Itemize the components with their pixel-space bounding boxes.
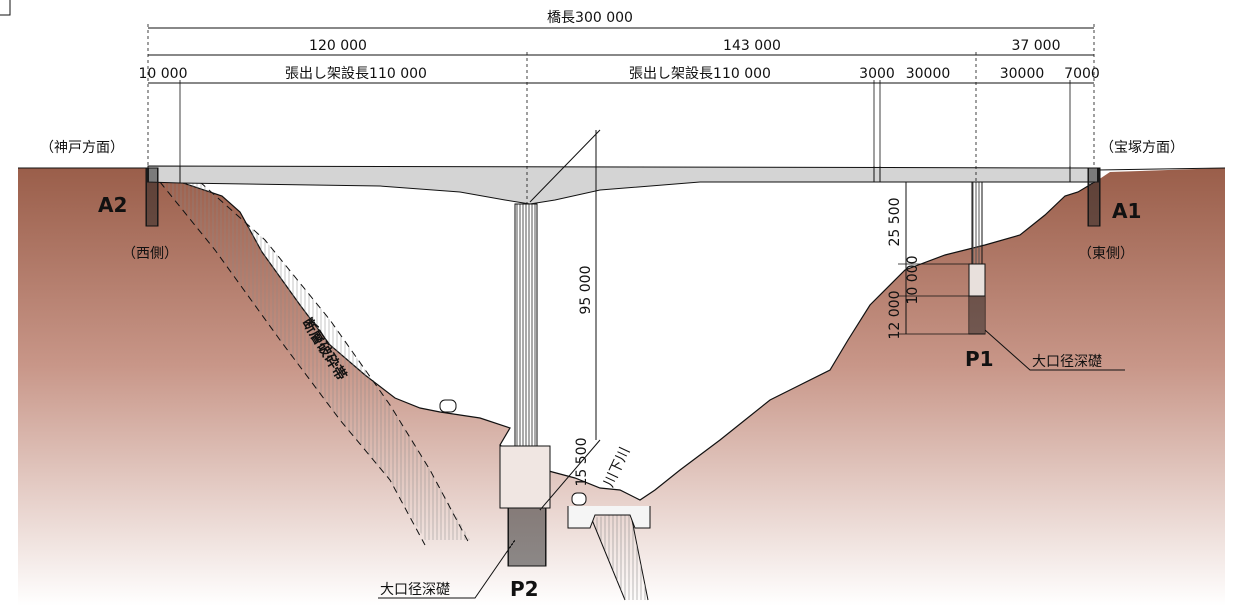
- label-east-side: （東側）: [1078, 246, 1134, 262]
- label-west-side: （西側）: [122, 246, 178, 262]
- fault-zone-band: [160, 182, 470, 540]
- corner-mark: [0, 0, 11, 16]
- label-pier-p1: P1: [965, 347, 994, 371]
- dim-total-label: 橋長300 000: [547, 10, 633, 26]
- fault-zone-edge-1: [159, 181, 426, 546]
- abutment-a2-body: [145, 167, 159, 227]
- label-pier-p2: P2: [510, 577, 539, 601]
- dim-95000-diag: [529, 129, 601, 203]
- dim-span-center-label: 143 000: [723, 38, 781, 54]
- dim-15500-diag: [539, 439, 601, 511]
- leader-p1-foundation: [984, 329, 1125, 371]
- dim-span-left-label: 120 000: [309, 38, 367, 54]
- dim-seg-10000-label: 10 000: [139, 66, 188, 82]
- label-abutment-a1: A1: [1112, 199, 1141, 223]
- leader-p2-foundation: [378, 539, 516, 599]
- pier-p1-foundation: [968, 295, 986, 335]
- dim-seg-30000-a-label: 30000: [906, 66, 951, 82]
- river-gorge-hatch: [592, 512, 648, 600]
- dim-cantilever-left-label: 張出し架設長110 000: [285, 66, 427, 82]
- dim-span-right-label: 37 000: [1012, 38, 1061, 54]
- pier-p2-footing: [499, 445, 551, 509]
- river-gorge: [589, 509, 649, 601]
- pier-p2-foundation: [507, 507, 547, 567]
- dim-p1-mid-label: 10 000: [905, 256, 921, 305]
- ground-line-right: [1097, 167, 1226, 171]
- dim-seg-30000-b-label: 30000: [1000, 66, 1045, 82]
- label-deep-foundation-p2: 大口径深礎: [380, 582, 450, 598]
- channel-structure: [567, 506, 651, 529]
- dim-seg-7000-label: 7000: [1064, 66, 1100, 82]
- dim-seg-3000-label: 3000: [859, 66, 895, 82]
- pier-p1-mid: [968, 263, 986, 297]
- dim-cantilever-right-label: 張出し架設長110 000: [629, 66, 771, 82]
- abutment-a1-body: [1087, 167, 1101, 227]
- label-kobe-direction: （神戸方面）: [40, 140, 124, 156]
- small-tunnel-left: [439, 399, 457, 413]
- label-river: 川下川: [601, 445, 633, 490]
- bridge-deck: [147, 165, 1099, 205]
- label-takarazuka-direction: （宝塚方面）: [1100, 140, 1184, 156]
- dim-pier-p2-height-label: 95 000: [578, 266, 594, 315]
- pier-p1-shaft: [971, 181, 983, 265]
- small-tunnel-center: [571, 492, 587, 506]
- dim-foundation-p2-label: 15 500: [574, 438, 590, 487]
- label-abutment-a2: A2: [98, 193, 127, 217]
- label-deep-foundation-p1: 大口径深礎: [1032, 354, 1102, 370]
- dim-p1-upper-label: 25 500: [887, 198, 903, 247]
- fault-zone-edge-2: [199, 181, 471, 546]
- dim-p1-lower-label: 12 000: [887, 291, 903, 340]
- valley-ground: [18, 168, 1225, 606]
